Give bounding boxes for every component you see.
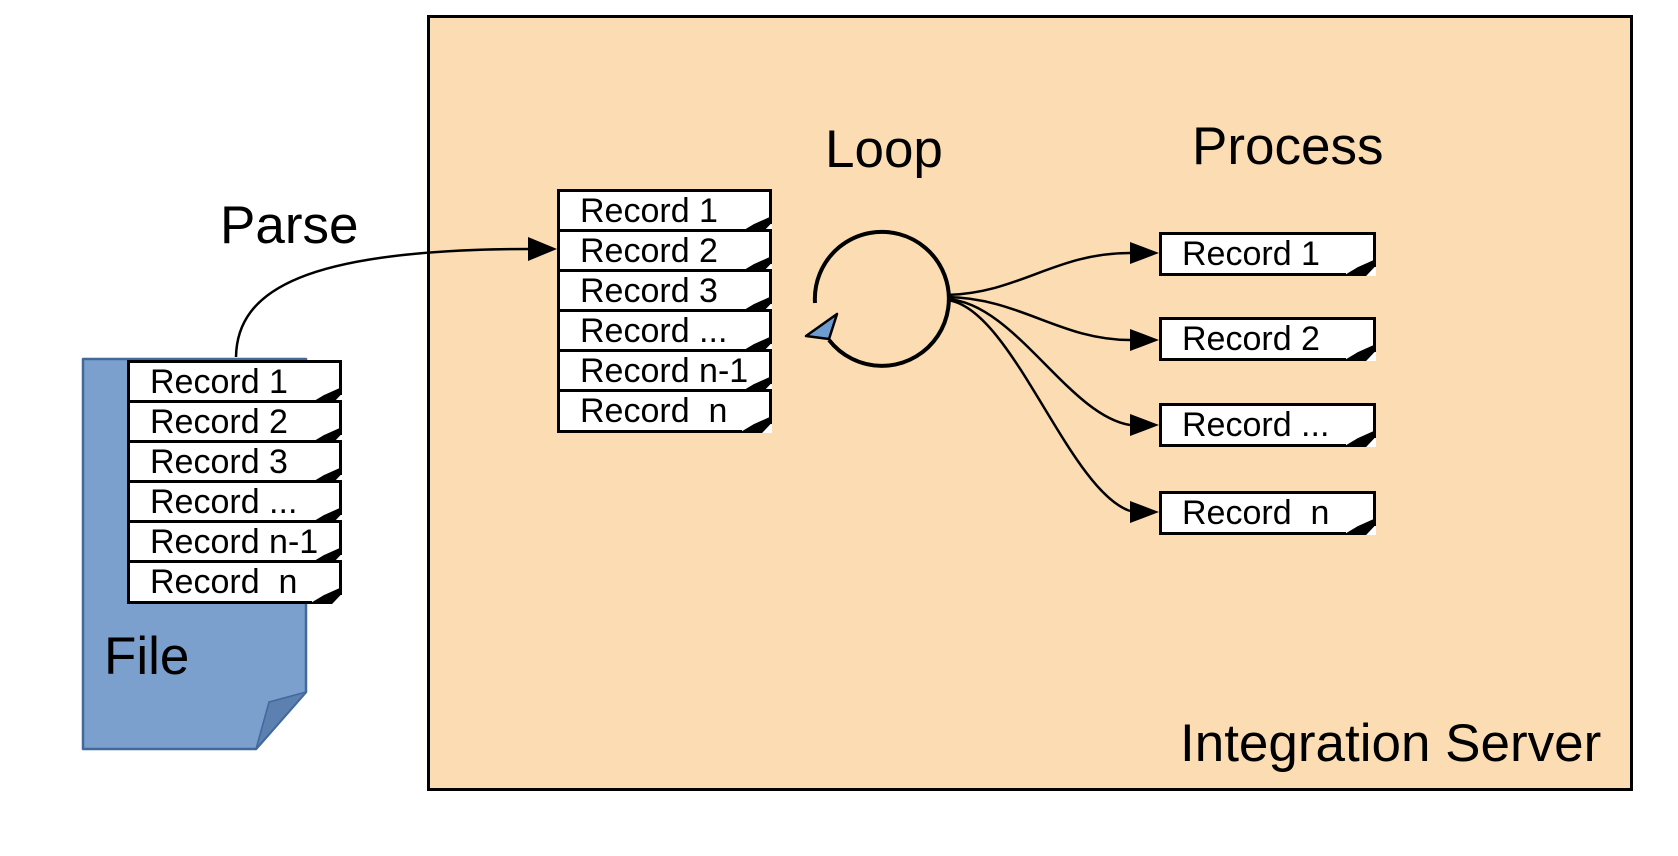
record-label: Record 2 (150, 403, 288, 441)
record-label: Record n-1 (150, 523, 319, 561)
server-record-n-1: Record n-1 (557, 349, 772, 393)
file-record-2: Record 2 (127, 400, 342, 444)
process-label-text: Process (1192, 117, 1384, 176)
file-label: File (104, 627, 190, 686)
fan-curve-2 (946, 295, 1131, 342)
process-label: Process (1192, 117, 1384, 176)
process-record-n: Record n (1159, 491, 1376, 535)
integration-server-label: Integration Server (1180, 714, 1602, 773)
parse-label-text: Parse (220, 196, 359, 255)
server-record-3: Record 3 (557, 269, 772, 313)
loop-arrowhead-icon (804, 312, 839, 341)
server-record-n: Record n (557, 389, 772, 433)
process-record-1: Record 1 (1159, 232, 1376, 276)
file-record-n-1: Record n-1 (127, 520, 342, 564)
record-label: Record 2 (580, 232, 718, 270)
process-arrowhead-4-icon (1130, 501, 1159, 523)
record-label: Record n (580, 392, 728, 430)
record-label: Record n-1 (580, 352, 749, 390)
fan-curve-1 (946, 251, 1131, 297)
loop-label-text: Loop (825, 120, 943, 179)
record-label: Record ... (150, 483, 298, 521)
fan-curve-4 (946, 298, 1131, 513)
record-label: Record 3 (150, 443, 288, 481)
record-label: Record 3 (580, 272, 718, 310)
record-label: Record ... (580, 312, 728, 350)
parse-arrow (234, 247, 533, 358)
file-record-dots: Record ... (127, 480, 342, 524)
record-label: Record 1 (150, 363, 288, 401)
file-record-1: Record 1 (127, 360, 342, 404)
fan-curve-3 (946, 297, 1131, 427)
record-label: Record 1 (1182, 235, 1320, 273)
server-record-dots: Record ... (557, 309, 772, 353)
record-label: Record 1 (580, 192, 718, 230)
server-record-2: Record 2 (557, 229, 772, 273)
loop-label: Loop (825, 120, 943, 179)
record-label: Record 2 (1182, 320, 1320, 358)
file-fold-corner (255, 691, 307, 750)
process-arrowhead-2-icon (1130, 329, 1159, 351)
process-record-dots: Record ... (1159, 403, 1376, 447)
file-label-text: File (104, 627, 190, 686)
file-record-n: Record n (127, 560, 342, 604)
parse-label: Parse (220, 196, 359, 255)
process-arrowhead-3-icon (1130, 414, 1159, 436)
integration-server-label-text: Integration Server (1180, 714, 1602, 773)
loop-arrow (812, 229, 951, 368)
record-label: Record ... (1182, 406, 1330, 444)
parse-arrowhead-icon (528, 237, 557, 261)
server-record-1: Record 1 (557, 189, 772, 233)
record-label: Record n (1182, 494, 1330, 532)
file-record-3: Record 3 (127, 440, 342, 484)
process-arrowhead-1-icon (1130, 242, 1159, 264)
process-record-2: Record 2 (1159, 317, 1376, 361)
record-label: Record n (150, 563, 298, 601)
